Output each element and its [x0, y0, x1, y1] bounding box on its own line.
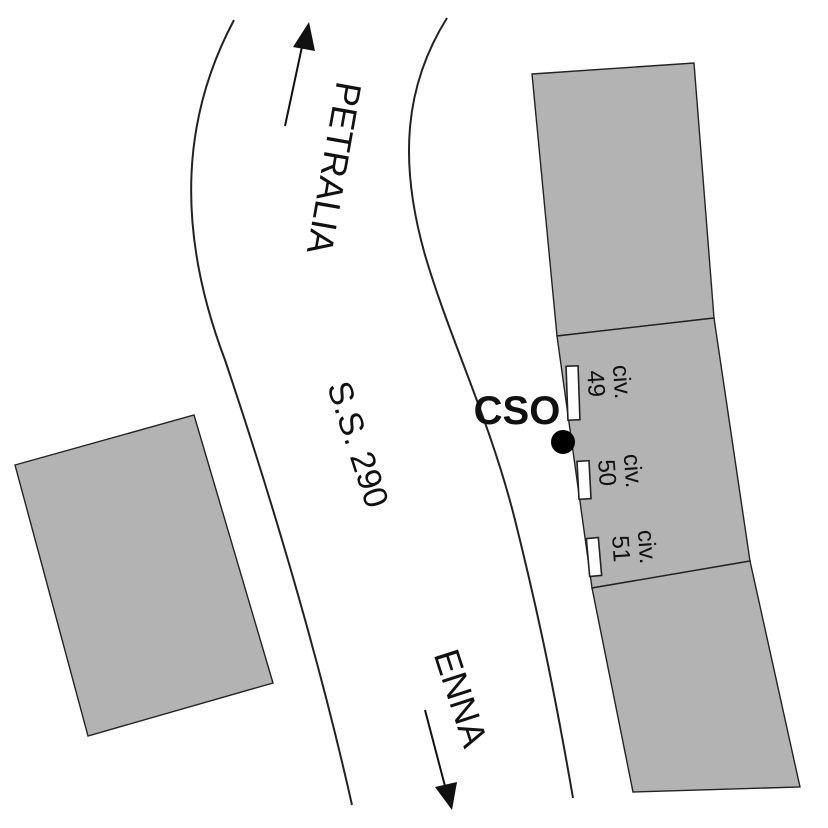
cso-point-marker — [551, 430, 575, 454]
civic-prefix: civ. — [607, 364, 636, 400]
civic-prefix: civ. — [618, 453, 647, 489]
civic-label-49: civ. 49 — [581, 364, 636, 400]
civic-number: 51 — [606, 534, 635, 563]
arrow-north-icon — [284, 22, 315, 127]
building-right-top — [531, 62, 715, 337]
road-edge-west — [190, 19, 353, 806]
civic-plate-50 — [576, 459, 592, 501]
civic-number: 49 — [581, 369, 610, 398]
building-left — [14, 414, 274, 737]
civic-number: 50 — [592, 458, 621, 487]
cso-label: CSO — [474, 389, 561, 433]
building-right-bottom — [591, 560, 801, 793]
arrow-south-icon — [424, 709, 457, 810]
civic-plate-51 — [585, 536, 603, 578]
civic-label-51: civ. 51 — [606, 529, 661, 565]
direction-label-south: ENNA — [426, 644, 496, 752]
civic-prefix: civ. — [632, 529, 661, 565]
road-label: S.S. 290 — [319, 377, 395, 513]
civic-plate-49 — [565, 364, 581, 422]
road-edge-east — [408, 17, 574, 799]
civic-label-50: civ. 50 — [592, 453, 647, 489]
direction-label-north: PETRALIA — [299, 79, 370, 258]
